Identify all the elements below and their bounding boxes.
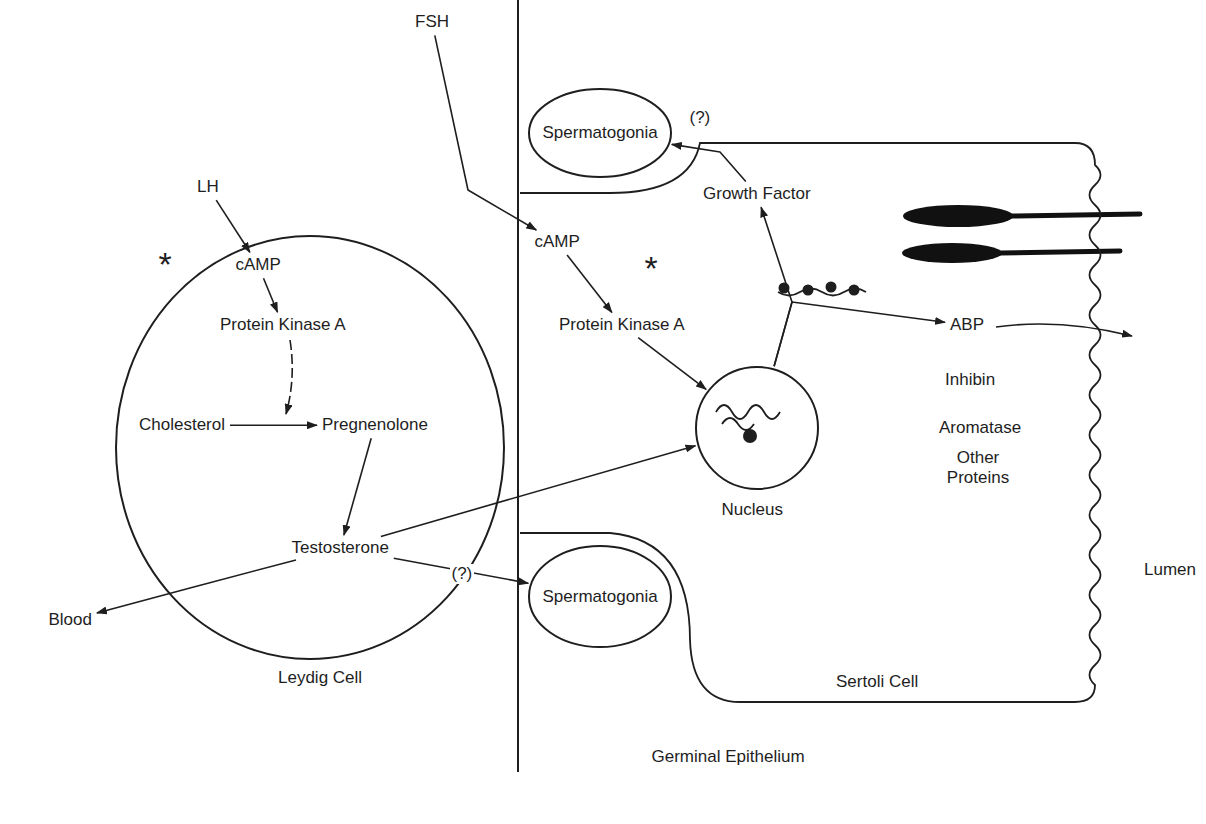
flow-arrow xyxy=(381,446,696,537)
flow-arrow xyxy=(761,207,792,366)
sperm-head xyxy=(902,243,1002,263)
node-text: LH xyxy=(197,177,219,197)
pathway-step: Cholesterol xyxy=(136,414,228,436)
chromatin-strand xyxy=(722,418,754,430)
secretion-arrow xyxy=(996,324,1132,336)
region-label: Lumen xyxy=(1144,560,1196,580)
spermatogonia-cell: Spermatogonia xyxy=(528,545,672,648)
pathway-step: Growth Factor xyxy=(700,183,814,205)
cell-outline xyxy=(529,89,671,177)
nucleus-circle-outline xyxy=(695,366,819,490)
secreted-product: Inhibin xyxy=(945,370,995,390)
flow-arrow xyxy=(97,560,296,613)
flow-arrow xyxy=(230,424,317,426)
secreted-product: Aromatase xyxy=(939,418,1021,438)
cell-outline xyxy=(116,236,504,659)
flow-arrow xyxy=(638,338,706,390)
cell-outline xyxy=(520,143,1101,702)
node-text: Leydig Cell xyxy=(278,668,362,688)
leydig-cell: Leydig CellcAMPProtein Kinase ACholester… xyxy=(115,235,505,660)
pathway-step: cAMP xyxy=(532,231,583,253)
leydig-cell-outline xyxy=(115,235,505,660)
edge-label: (?) xyxy=(450,564,475,584)
sperm-tail xyxy=(1010,214,1140,216)
edge-label: (?) xyxy=(688,108,713,128)
nucleolus-dot xyxy=(743,429,757,443)
basement-membrane-line xyxy=(517,0,519,772)
node-text: Cholesterol xyxy=(139,415,225,435)
pathway-step: Pregnenolone xyxy=(319,414,431,436)
secreted-product: Other Proteins xyxy=(933,448,1023,489)
node-text: Nucleus xyxy=(722,500,783,520)
node-text: Sertoli Cell xyxy=(836,672,918,692)
asterisk-mark: * xyxy=(159,247,172,281)
flow-arrow xyxy=(567,255,612,312)
hormone-label: FSH xyxy=(412,11,452,33)
ribosome-dot xyxy=(849,285,860,296)
flow-arrow xyxy=(435,35,537,230)
destination-label: Blood xyxy=(46,609,95,631)
node-text: Pregnenolone xyxy=(322,415,428,435)
cell-outline xyxy=(529,546,671,647)
flow-arrow xyxy=(344,438,371,535)
node-text: ABP xyxy=(950,315,984,335)
node-text: cAMP xyxy=(535,232,580,252)
chromatin-strand xyxy=(716,405,780,419)
ribosome-dot xyxy=(803,285,814,296)
cell-outline xyxy=(696,367,818,489)
flow-arrow xyxy=(672,144,746,181)
pathway-step: Protein Kinase A xyxy=(217,314,349,336)
node-text: Protein Kinase A xyxy=(220,315,346,335)
flow-arrow xyxy=(216,200,250,252)
activation-arrow xyxy=(286,340,292,414)
node-text: Spermatogonia xyxy=(543,123,658,143)
pathway-step: Testosterone xyxy=(289,537,392,559)
nucleus-circle: Nucleus xyxy=(695,366,819,490)
region-label: Germinal Epithelium xyxy=(652,747,805,767)
node-text: Growth Factor xyxy=(703,184,811,204)
node-text: Testosterone xyxy=(292,538,389,558)
sperm-head xyxy=(903,205,1013,227)
pathway-step: cAMP xyxy=(233,254,284,276)
hormone-label: LH xyxy=(194,176,222,198)
flow-arrow xyxy=(774,302,945,366)
node-text: cAMP xyxy=(236,255,281,275)
ribosome-dot xyxy=(826,282,837,293)
node-text: Spermatogonia xyxy=(543,587,658,607)
spermatogonia-cell: Spermatogonia xyxy=(528,88,672,178)
pathway-step: Protein Kinase A xyxy=(556,314,688,336)
sperm-tail xyxy=(1000,251,1120,253)
flow-arrow xyxy=(264,278,278,312)
node-text: FSH xyxy=(415,12,449,32)
asterisk-mark: * xyxy=(645,251,658,285)
node-text: Protein Kinase A xyxy=(559,315,685,335)
node-text: Blood xyxy=(49,610,92,630)
pathway-step: ABP xyxy=(947,314,987,336)
